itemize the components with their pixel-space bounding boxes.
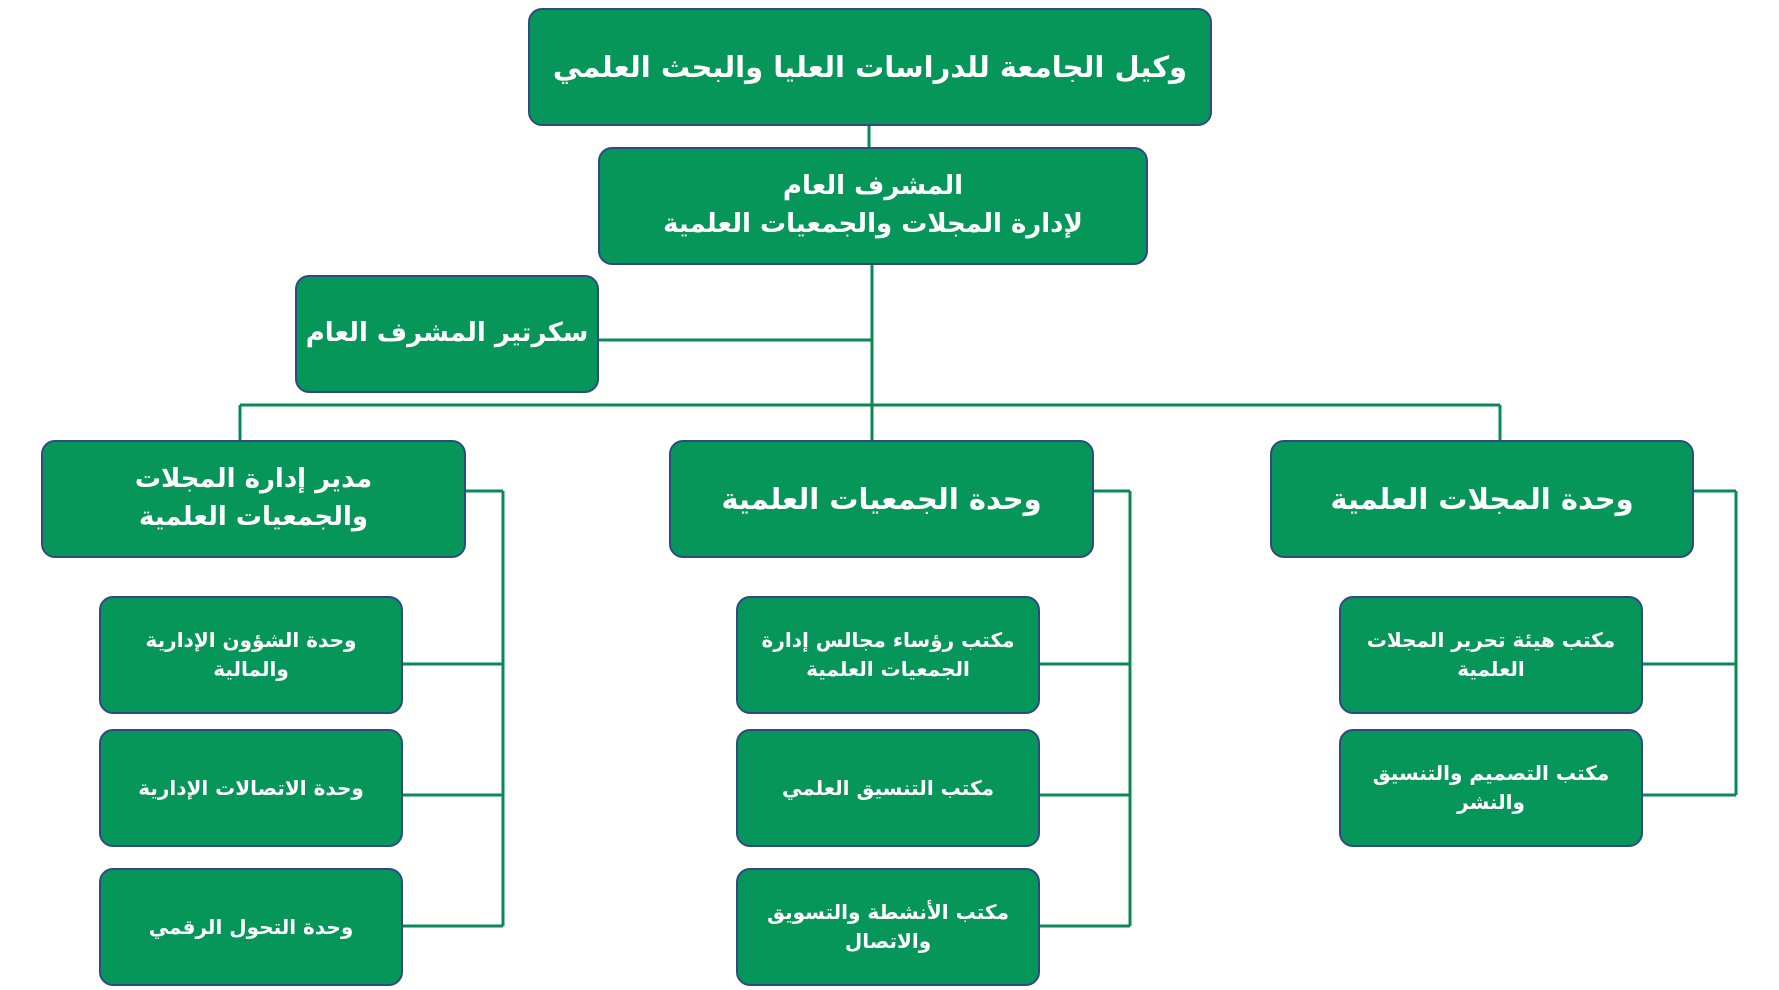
director-subtitle: والجمعيات العلمية [139,502,369,532]
vice-rector-title: وكيل الجامعة للدراسات العليا والبحث العل… [552,49,1188,84]
societies-unit-box: وحدة الجمعيات العلمية [669,440,1094,558]
secretary-box: سكرتير المشرف العام [295,275,599,393]
admin-finance-unit-line2: والمالية [213,657,289,681]
editorial-board-office-box: مكتب هيئة تحرير المجلات العلمية [1339,596,1643,714]
vice-rector-box: وكيل الجامعة للدراسات العليا والبحث العل… [528,8,1212,126]
scientific-coordination-office-line1: مكتب التنسيق العلمي [782,775,994,800]
general-supervisor-subtitle: لإدارة المجلات والجمعيات العلمية [663,209,1083,239]
scientific-coordination-office-box: مكتب التنسيق العلمي [736,729,1040,847]
editorial-board-office-line2: العلمية [1457,657,1525,681]
activities-marketing-office-box: مكتب الأنشطة والتسويق والاتصال [736,868,1040,986]
journals-unit-title: وحدة المجلات العلمية [1330,481,1634,516]
general-supervisor-title: المشرف العام [782,171,964,202]
design-publishing-office-line2: والنشر [1457,790,1525,814]
activities-marketing-office-line1: مكتب الأنشطة والتسويق [767,900,1009,924]
society-chairs-office-line2: الجمعيات العلمية [806,657,970,681]
design-publishing-office-box: مكتب التصميم والتنسيق والنشر [1339,729,1643,847]
general-supervisor-box: المشرف العام لإدارة المجلات والجمعيات ال… [598,147,1148,265]
digital-transformation-unit-line1: وحدة التحول الرقمي [148,914,354,939]
secretary-title: سكرتير المشرف العام [305,318,589,349]
admin-communications-unit-line1: وحدة الاتصالات الإدارية [138,775,364,800]
activities-marketing-office-line2: والاتصال [844,929,932,953]
digital-transformation-unit-box: وحدة التحول الرقمي [99,868,403,986]
editorial-board-office-line1: مكتب هيئة تحرير المجلات [1366,628,1616,652]
director-title: مدير إدارة المجلات [134,464,373,495]
society-chairs-office-box: مكتب رؤساء مجالس إدارة الجمعيات العلمية [736,596,1040,714]
admin-finance-unit-line1: وحدة الشؤون الإدارية [145,628,357,652]
societies-unit-title: وحدة الجمعيات العلمية [721,481,1042,516]
journals-unit-box: وحدة المجلات العلمية [1270,440,1694,558]
design-publishing-office-line1: مكتب التصميم والتنسيق [1372,761,1610,785]
admin-communications-unit-box: وحدة الاتصالات الإدارية [99,729,403,847]
society-chairs-office-line1: مكتب رؤساء مجالس إدارة [761,628,1015,652]
director-box: مدير إدارة المجلات والجمعيات العلمية [41,440,466,558]
admin-finance-unit-box: وحدة الشؤون الإدارية والمالية [99,596,403,714]
